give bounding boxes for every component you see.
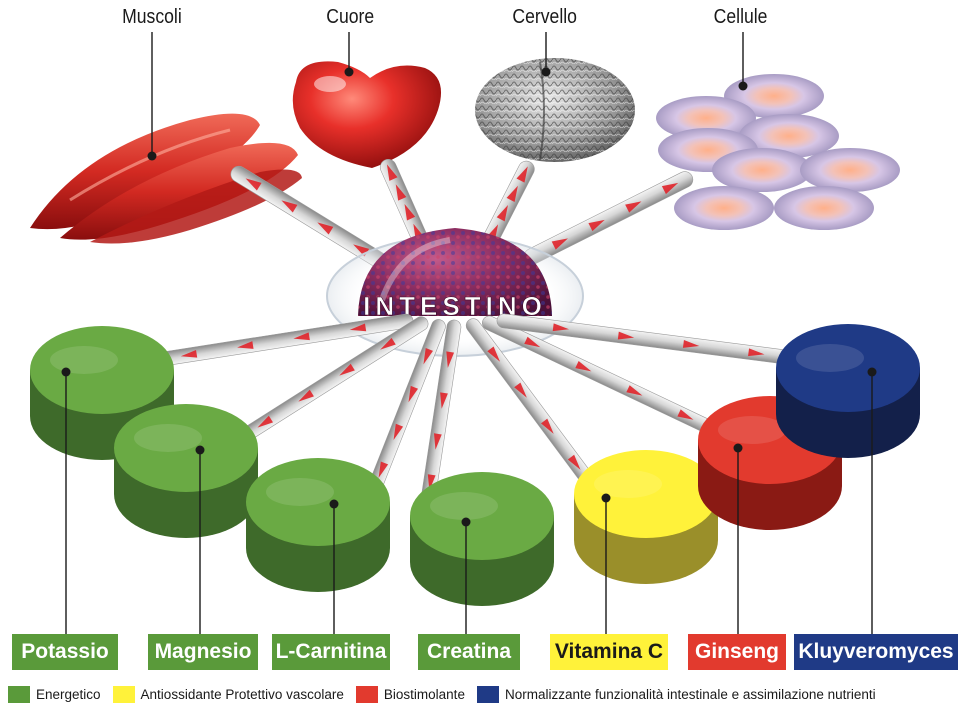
legend-swatch-antiossidante [113,686,135,703]
nutrient-label-potassio: Potassio [12,634,118,670]
organ-label-cuore: Cuore [326,6,374,29]
leader-cervello [542,32,551,77]
legend-label-biostimolante: Biostimolante [384,687,465,702]
nutrient-label-l-carnitina: L-Carnitina [272,634,390,670]
organ-label-cervello: Cervello [512,6,577,29]
nutrient-label-kluyveromyces: Kluyveromyces [794,634,958,670]
legend-label-antiossidante: Antiossidante Protettivo vascolare [141,687,344,702]
nutrient-label-magnesio: Magnesio [148,634,258,670]
cervello-illustration [475,58,635,162]
nutrient-cylinders [30,324,920,606]
cylinder-magnesio [114,404,258,538]
legend-item-antiossidante: Antiossidante Protettivo vascolare [113,686,344,703]
tube-cellule [521,169,695,267]
nutrient-label-vitamina-c: Vitamina C [550,634,668,670]
legend-label-energetico: Energetico [36,687,101,702]
cylinder-l-carnitina [246,458,390,592]
organ-label-cellule: Cellule [714,6,768,29]
cellule-illustration [656,74,900,230]
legend-swatch-energetico [8,686,30,703]
cylinder-vitamina-c [574,450,718,584]
nutrient-label-ginseng: Ginseng [688,634,786,670]
cylinder-kluyveromyces [776,324,920,458]
legend-swatch-biostimolante [356,686,378,703]
nutrient-label-creatina: Creatina [418,634,520,670]
legend: Energetico Antiossidante Protettivo vasc… [8,683,888,705]
legend-label-normalizzante: Normalizzante funzionalità intestinale e… [505,687,876,702]
legend-item-normalizzante: Normalizzante funzionalità intestinale e… [477,686,876,703]
legend-item-energetico: Energetico [8,686,101,703]
cylinder-creatina [410,472,554,606]
cuore-illustration [293,61,441,168]
legend-swatch-normalizzante [477,686,499,703]
legend-item-biostimolante: Biostimolante [356,686,465,703]
organ-label-muscoli: Muscoli [122,6,182,29]
leader-cuore [345,32,354,77]
